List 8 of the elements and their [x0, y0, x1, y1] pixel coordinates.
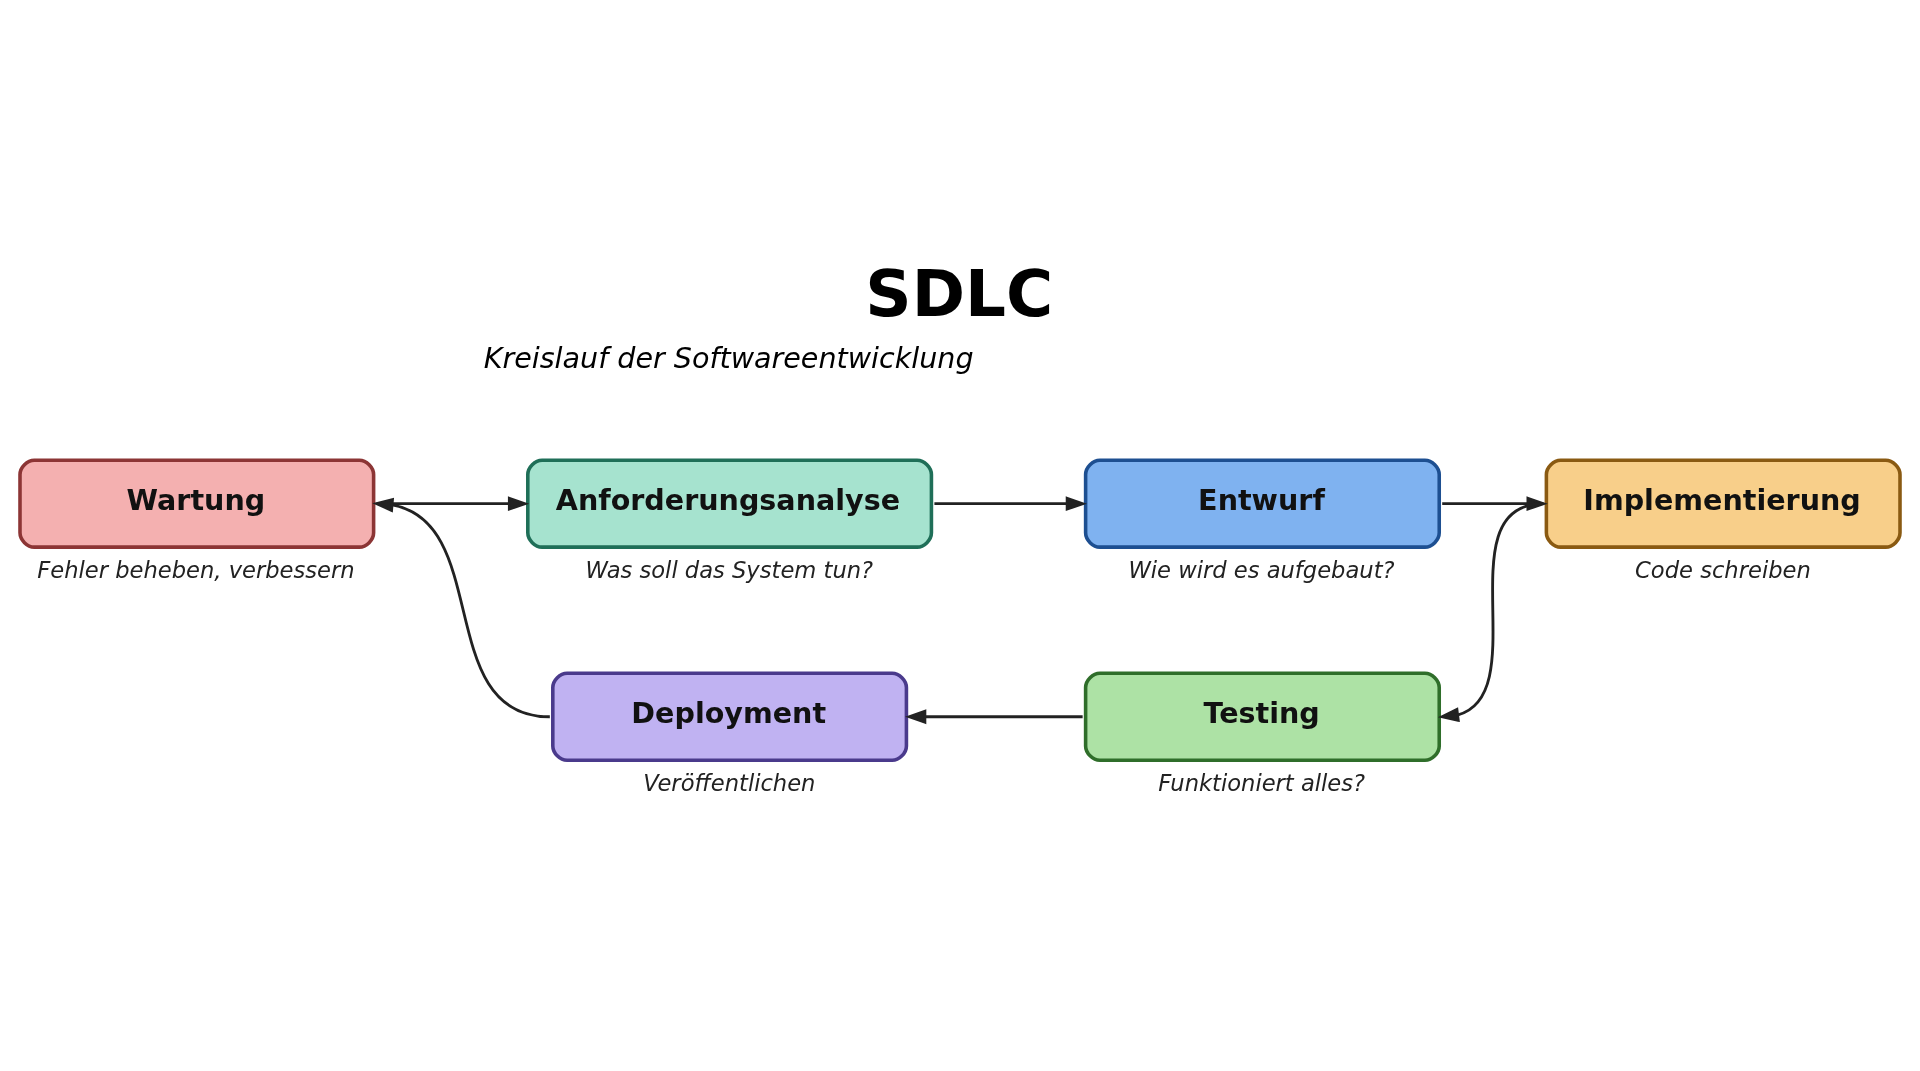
diagram-title: SDLC [865, 255, 1054, 331]
node-label: Was soll das System tun? [585, 556, 874, 583]
node-label: Fehler beheben, verbessern [37, 556, 355, 583]
node-label: Veröffentlichen [643, 769, 816, 796]
node-label: Code schreiben [1635, 556, 1811, 583]
node-label: Wie wird es aufgebaut? [1128, 556, 1395, 583]
label: Kreislauf der Softwareentwicklung [483, 341, 974, 376]
node-label: Funktioniert alles? [1158, 769, 1366, 796]
